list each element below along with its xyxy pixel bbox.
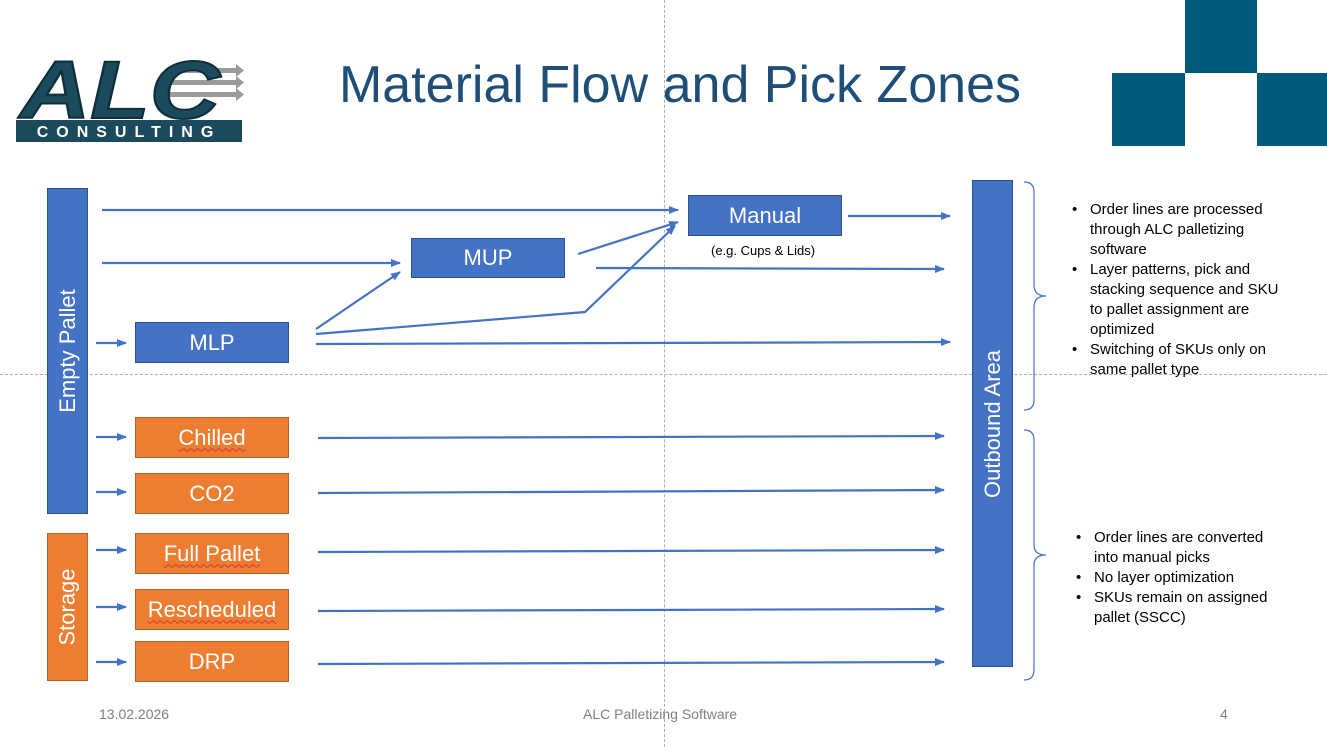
outbound-area-label: Outbound Area xyxy=(979,349,1005,498)
guide-line-vertical xyxy=(664,0,665,747)
upper-note-item: Order lines are processed through ALC pa… xyxy=(1070,200,1280,260)
lower-note-item: No layer optimization xyxy=(1074,568,1284,588)
manual-note: (e.g. Cups & Lids) xyxy=(711,243,816,258)
lower-note-item: SKUs remain on assigned pallet (SSCC) xyxy=(1074,588,1284,628)
slide-title: Material Flow and Pick Zones xyxy=(338,56,1022,114)
upper-note-item: Switching of SKUs only on same pallet ty… xyxy=(1070,340,1280,380)
lower-notes: Order lines are converted into manual pi… xyxy=(1074,528,1284,628)
storage-label: Storage xyxy=(54,568,80,646)
empty-pallet-bar: Empty Pallet xyxy=(47,188,88,514)
lower-note-item: Order lines are converted into manual pi… xyxy=(1074,528,1284,568)
manual-box: Manual xyxy=(688,195,842,236)
full-pallet-box: Full Pallet xyxy=(135,533,289,574)
co2-box: CO2 xyxy=(135,473,289,514)
footer-title: ALC Palletizing Software xyxy=(583,706,738,722)
co2-label: CO2 xyxy=(189,480,235,506)
mlp-box: MLP xyxy=(135,322,289,363)
outbound-area-bar: Outbound Area xyxy=(972,180,1013,667)
empty-pallet-label: Empty Pallet xyxy=(54,289,80,413)
rescheduled-box: Rescheduled xyxy=(135,589,289,630)
chilled-label: Chilled xyxy=(178,424,246,450)
mup-box: MUP xyxy=(411,238,565,278)
mlp-label: MLP xyxy=(189,329,235,355)
manual-label: Manual xyxy=(728,202,802,228)
alc-logo: ALC CONSULTING xyxy=(16,44,244,144)
full-pallet-label: Full Pallet xyxy=(163,540,261,566)
chilled-box: Chilled xyxy=(135,417,289,458)
footer-page-number: 4 xyxy=(1220,706,1228,722)
guide-line-horizontal xyxy=(0,374,1327,375)
logo-text-consulting: CONSULTING xyxy=(37,124,222,141)
upper-notes: Order lines are processed through ALC pa… xyxy=(1070,200,1280,380)
storage-bar: Storage xyxy=(47,533,88,681)
footer-date: 13.02.2026 xyxy=(99,706,170,722)
mup-label: MUP xyxy=(463,245,513,270)
checker-decoration xyxy=(1112,0,1327,146)
rescheduled-label: Rescheduled xyxy=(147,596,277,622)
drp-label: DRP xyxy=(188,648,236,674)
drp-box: DRP xyxy=(135,641,289,682)
upper-note-item: Layer patterns, pick and stacking sequen… xyxy=(1070,260,1280,340)
